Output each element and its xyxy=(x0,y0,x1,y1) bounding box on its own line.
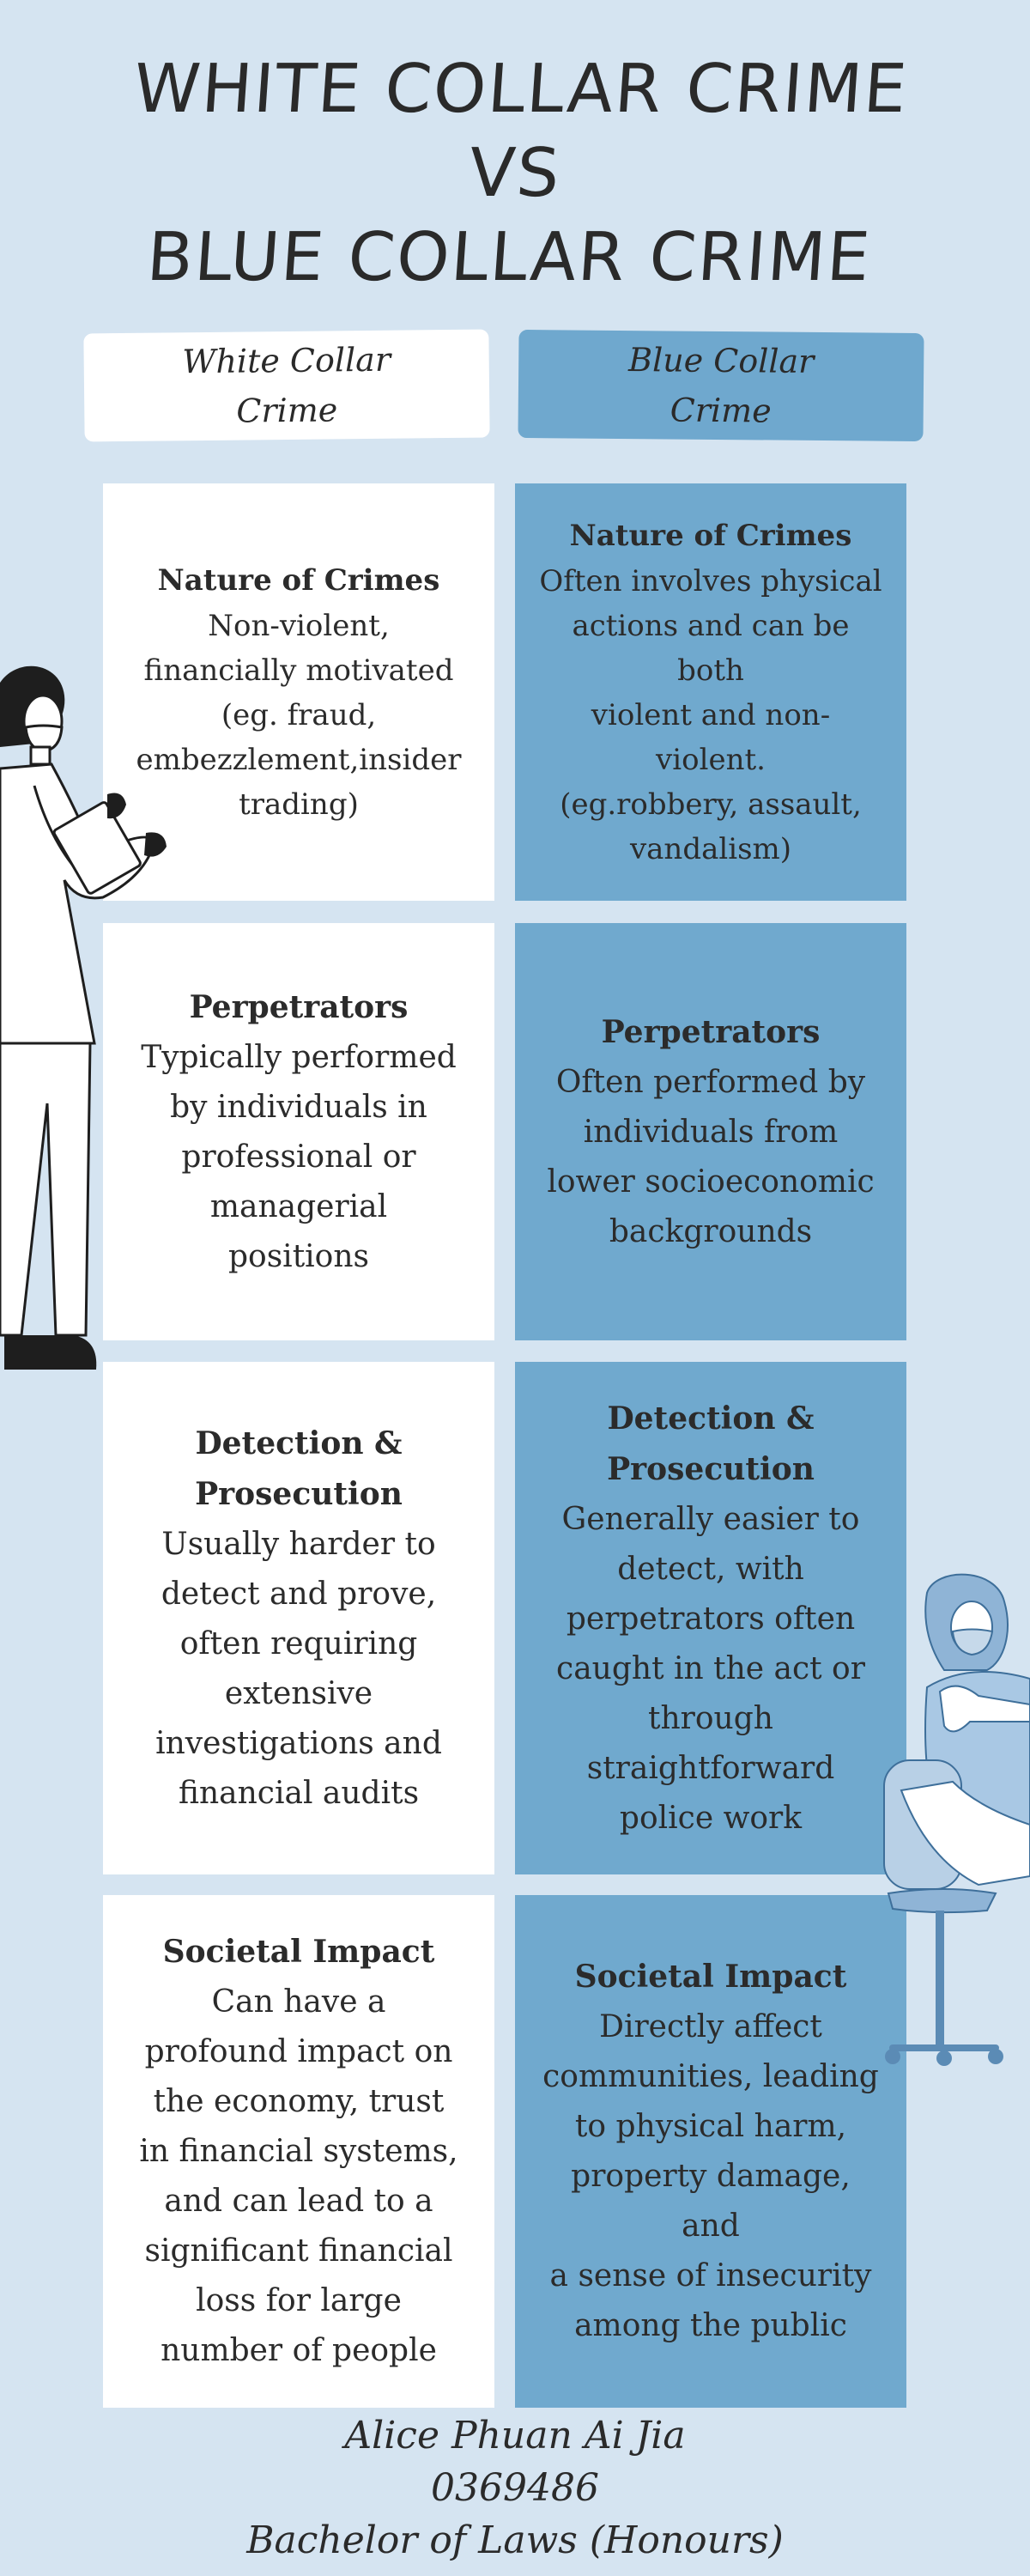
white-nature-line-4: embezzlement,insider xyxy=(136,743,462,777)
white-detection-heading-2: Prosecution xyxy=(195,1475,403,1512)
blue-nature-heading: Nature of Crimes xyxy=(569,519,852,553)
program-name: Bachelor of Laws (Honours) xyxy=(246,2518,784,2562)
white-nature-line-2: financially motivated xyxy=(143,653,454,688)
blue-collar-header: Blue Collar Crime xyxy=(518,329,924,442)
blue-perpetrators-line-2: individuals from xyxy=(583,1114,839,1150)
blue-detection-heading-1: Detection & xyxy=(607,1400,815,1437)
student-id: 0369486 xyxy=(431,2466,599,2510)
white-detection-line-4: extensive xyxy=(224,1675,373,1711)
blue-impact-line-6: among the public xyxy=(574,2308,847,2343)
white-impact-line-6: significant financial xyxy=(144,2233,453,2269)
blue-nature-line-1: Often involves physical xyxy=(539,564,882,598)
white-detection-line-1: Usually harder to xyxy=(161,1526,436,1562)
blue-impact-line-3: to physical harm, xyxy=(574,2109,847,2144)
blue-nature-cell: Nature of Crimes Often involves physical… xyxy=(515,483,906,901)
blue-detection-line-1: Generally easier to xyxy=(561,1501,860,1537)
blue-impact-heading: Societal Impact xyxy=(574,1959,847,1995)
blue-impact-cell: Societal Impact Directly affect communit… xyxy=(515,1895,906,2408)
blue-collar-header-line-1: Blue Collar xyxy=(627,341,815,380)
blue-perpetrators-heading: Perpetrators xyxy=(601,1013,821,1050)
white-detection-line-6: financial audits xyxy=(178,1775,420,1811)
white-detection-line-5: investigations and xyxy=(155,1725,442,1761)
blue-perpetrators-line-4: backgrounds xyxy=(609,1213,813,1249)
blue-nature-line-5: vandalism) xyxy=(629,832,792,866)
white-nature-line-3: (eg. fraud, xyxy=(221,698,377,732)
masked-person-in-chair-illustration xyxy=(883,1573,1030,2066)
white-impact-heading: Societal Impact xyxy=(162,1934,435,1970)
white-collar-header: White Collar Crime xyxy=(83,329,490,442)
blue-nature-line-4: (eg.robbery, assault, xyxy=(560,787,862,822)
blue-detection-line-2: detect, with xyxy=(617,1551,804,1587)
white-collar-header-line-1: White Collar xyxy=(182,340,391,381)
blue-detection-line-3: perpetrators often xyxy=(566,1601,856,1637)
person-with-clipboard-illustration xyxy=(0,665,167,1370)
blue-impact-line-2: communities, leading xyxy=(542,2059,879,2094)
white-perpetrators-line-5: positions xyxy=(227,1238,370,1274)
white-detection-line-3: often requiring xyxy=(179,1625,418,1662)
title-line-1: WHITE COLLAR CRIME xyxy=(130,51,911,128)
white-detection-heading-1: Detection & xyxy=(195,1425,403,1461)
blue-detection-heading-2: Prosecution xyxy=(607,1450,815,1487)
title-line-2: VS xyxy=(466,135,564,212)
blue-perpetrators-cell: Perpetrators Often performed by individu… xyxy=(515,923,906,1340)
blue-detection-cell: Detection & Prosecution Generally easier… xyxy=(515,1362,906,1874)
white-nature-line-5: trading) xyxy=(239,787,359,822)
blue-impact-line-4: property damage, and xyxy=(571,2159,851,2244)
blue-nature-line-2: actions and can be both xyxy=(572,609,850,688)
title-line-3: BLUE COLLAR CRIME xyxy=(144,219,874,296)
white-nature-heading: Nature of Crimes xyxy=(157,563,440,598)
white-impact-line-5: and can lead to a xyxy=(164,2184,433,2219)
white-perpetrators-line-1: Typically performed xyxy=(141,1039,457,1075)
blue-detection-line-6: straightforward xyxy=(586,1750,835,1786)
white-perpetrators-line-2: by individuals in xyxy=(170,1089,427,1125)
white-perpetrators-line-4: managerial xyxy=(209,1188,388,1224)
white-collar-header-line-2: Crime xyxy=(236,391,338,430)
white-perpetrators-line-3: professional or xyxy=(181,1139,416,1175)
white-impact-line-4: in financial systems, xyxy=(139,2134,458,2169)
white-impact-cell: Societal Impact Can have a profound impa… xyxy=(103,1895,494,2408)
blue-detection-line-4: caught in the act or xyxy=(556,1650,865,1686)
white-detection-cell: Detection & Prosecution Usually harder t… xyxy=(103,1362,494,1874)
white-nature-cell: Nature of Crimes Non-violent, financiall… xyxy=(103,483,494,901)
white-detection-line-2: detect and prove, xyxy=(161,1576,437,1612)
blue-nature-line-3: violent and non-violent. xyxy=(591,698,831,777)
blue-detection-line-5: through xyxy=(648,1700,773,1736)
blue-perpetrators-line-1: Often performed by xyxy=(555,1064,866,1100)
author-footer: Alice Phuan Ai Jia 0369486 Bachelor of L… xyxy=(0,2409,1030,2567)
author-name: Alice Phuan Ai Jia xyxy=(344,2414,686,2458)
white-impact-line-3: the economy, trust xyxy=(153,2084,445,2119)
white-impact-line-7: loss for large xyxy=(196,2283,402,2318)
blue-impact-line-1: Directly affect xyxy=(599,2009,822,2044)
white-impact-line-1: Can have a xyxy=(211,1984,386,2020)
page-title: WHITE COLLAR CRIME VS BLUE COLLAR CRIME xyxy=(0,47,1030,300)
white-impact-line-8: number of people xyxy=(161,2333,437,2368)
white-nature-line-1: Non-violent, xyxy=(208,609,390,643)
blue-collar-header-line-2: Crime xyxy=(670,391,772,430)
blue-detection-line-7: police work xyxy=(619,1800,803,1836)
white-perpetrators-heading: Perpetrators xyxy=(189,988,409,1025)
blue-impact-line-5: a sense of insecurity xyxy=(549,2258,872,2293)
white-perpetrators-cell: Perpetrators Typically performed by indi… xyxy=(103,923,494,1340)
blue-perpetrators-line-3: lower socioeconomic xyxy=(547,1163,875,1200)
white-impact-line-2: profound impact on xyxy=(144,2034,453,2069)
